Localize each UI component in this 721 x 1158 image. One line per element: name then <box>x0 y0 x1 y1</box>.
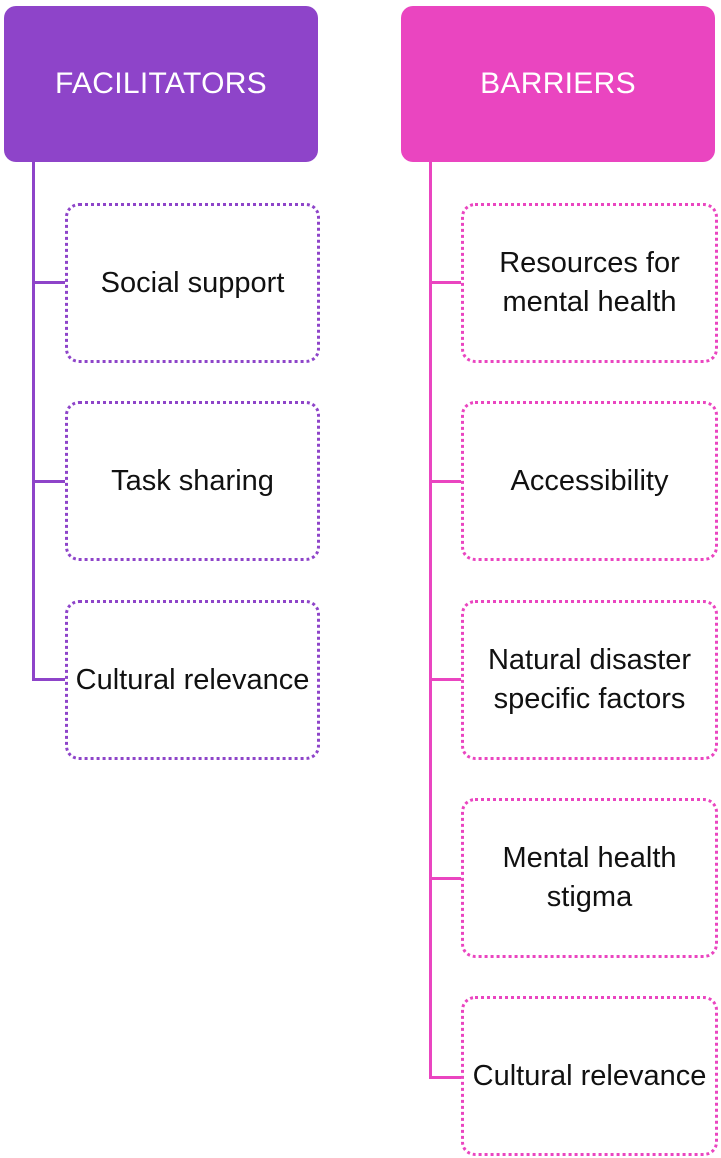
facilitators-connector-branch <box>32 480 68 483</box>
facilitator-label: Task sharing <box>111 464 274 497</box>
facilitator-card-task-sharing: Task sharing <box>65 401 320 561</box>
barrier-card-resources: Resources for mental health <box>461 203 718 363</box>
barrier-label: Accessibility <box>510 464 669 497</box>
barrier-card-accessibility: Accessibility <box>461 401 718 561</box>
facilitator-label: Cultural relevance <box>75 663 310 696</box>
facilitators-connector-branch <box>32 678 68 681</box>
barriers-header: BARRIERS <box>401 6 715 162</box>
barrier-card-stigma: Mental health stigma <box>461 798 718 958</box>
barrier-card-cultural-relevance: Cultural relevance <box>461 996 718 1156</box>
barrier-label: Natural disaster specific factors <box>487 644 692 715</box>
facilitator-label: Social support <box>100 266 285 299</box>
barriers-connector-branch <box>429 281 464 284</box>
barriers-connector-branch <box>429 1076 464 1079</box>
barriers-connector-branch <box>429 678 464 681</box>
barrier-card-natural-disaster: Natural disaster specific factors <box>461 600 718 760</box>
barrier-label: Resources for mental health <box>499 247 680 318</box>
barriers-connector-trunk <box>429 160 432 1079</box>
facilitators-connector-trunk <box>32 160 35 681</box>
barriers-title: BARRIERS <box>480 67 636 100</box>
facilitators-header: FACILITATORS <box>4 6 318 162</box>
barriers-connector-branch <box>429 877 464 880</box>
facilitator-card-cultural-relevance: Cultural relevance <box>65 600 320 760</box>
barriers-connector-branch <box>429 480 464 483</box>
facilitators-connector-branch <box>32 281 68 284</box>
barrier-label: Cultural relevance <box>472 1059 707 1092</box>
facilitators-title: FACILITATORS <box>55 67 267 100</box>
facilitator-card-social-support: Social support <box>65 203 320 363</box>
barrier-label: Mental health stigma <box>502 842 677 913</box>
